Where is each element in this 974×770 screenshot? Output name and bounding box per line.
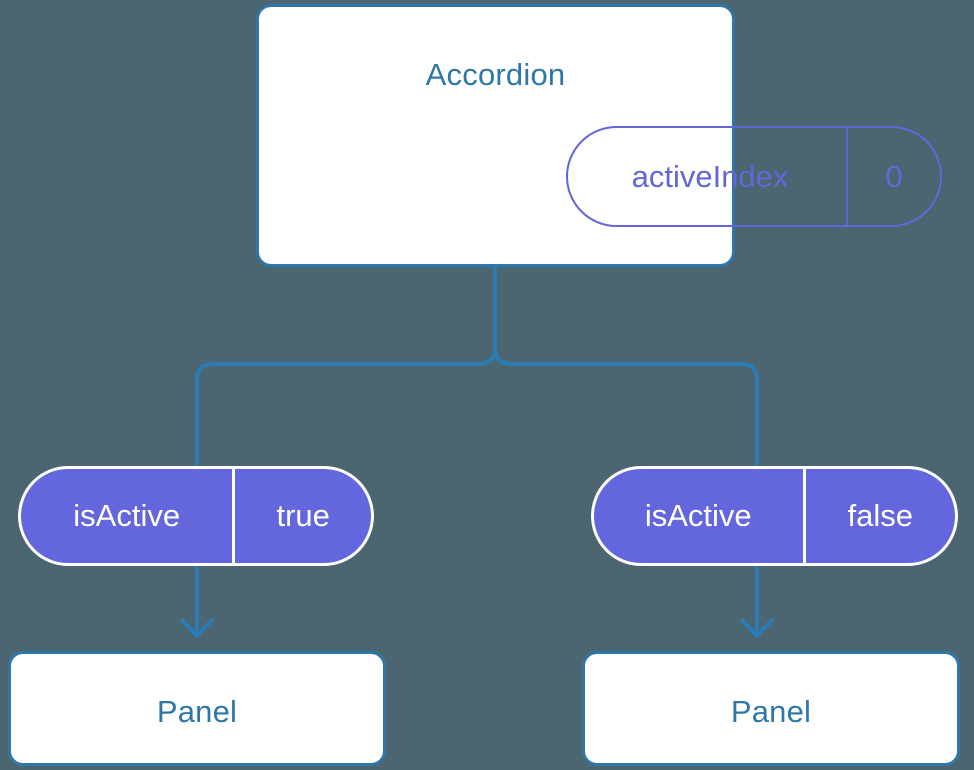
panel-right-node[interactable]: Panel [582, 651, 960, 766]
accordion-prop-value: 0 [846, 128, 940, 225]
connector-trunk-to-bus [195, 265, 497, 466]
accordion-node[interactable]: Accordion activeIndex 0 [256, 4, 942, 267]
left-branch-prop-pill[interactable]: isActive true [18, 466, 374, 566]
connector-bus-to-right [493, 346, 759, 466]
arrow-head-down-right-icon [740, 618, 774, 638]
panel-left-node[interactable]: Panel [8, 651, 386, 766]
left-branch-prop-key: isActive [73, 498, 181, 533]
panel-left-node-title: Panel [156, 694, 238, 729]
panel-right-node-title: Panel [730, 694, 812, 729]
right-branch-prop-pill[interactable]: isActive false [591, 466, 958, 566]
right-branch-prop-value: false [802, 469, 956, 563]
accordion-node-title: Accordion [425, 57, 566, 92]
arrow-head-down-left-icon [180, 618, 214, 638]
left-branch-prop-value: true [232, 469, 371, 563]
accordion-prop-key: activeIndex [631, 158, 789, 194]
right-branch-prop-key: isActive [644, 498, 752, 533]
accordion-prop-pill[interactable]: activeIndex 0 [566, 126, 942, 227]
